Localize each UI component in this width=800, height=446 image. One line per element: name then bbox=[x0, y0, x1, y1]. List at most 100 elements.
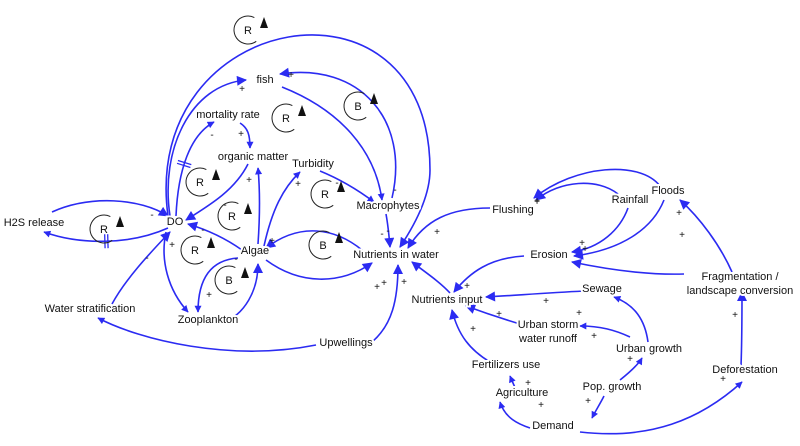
edge-algae-to-nutrients_water bbox=[265, 259, 373, 280]
loop-ring bbox=[180, 235, 204, 265]
edge-do-to-fish bbox=[167, 75, 247, 217]
node-label: Fragmentation / bbox=[701, 271, 779, 283]
node-label-halo: Turbidity bbox=[292, 158, 334, 170]
edge-erosion-to-nutrients_input bbox=[453, 255, 525, 293]
node-label-halo: DO bbox=[167, 216, 184, 228]
edges-layer bbox=[43, 34, 747, 435]
loop-type-label: R bbox=[196, 177, 204, 189]
node-label-halo: H2S release bbox=[4, 217, 65, 229]
loop-ring bbox=[214, 265, 238, 295]
node-label: Water stratification bbox=[45, 303, 136, 315]
edge-h2s-to-do bbox=[51, 200, 169, 217]
node-label: Zooplankton bbox=[178, 314, 239, 326]
loop-marker-reinforcing: R bbox=[180, 235, 215, 265]
polarity-sign: + bbox=[579, 238, 585, 249]
loop-type-label: R bbox=[282, 113, 290, 125]
edge-agriculture-to-fertilizers bbox=[509, 375, 517, 391]
polarity-sign: - bbox=[150, 210, 153, 221]
polarity-sign: + bbox=[434, 227, 440, 238]
signs-layer: --+-+-+-+-++--+--+++--++++++++++++++++++… bbox=[60, 70, 738, 411]
polarity-sign: - bbox=[201, 225, 204, 236]
node-fragmentation[interactable]: Fragmentation /Fragmentation /landscape … bbox=[685, 269, 795, 299]
loop-ring bbox=[343, 91, 367, 121]
polarity-sign: - bbox=[386, 226, 389, 237]
polarity-sign: + bbox=[591, 331, 597, 342]
node-label: Floods bbox=[651, 185, 685, 197]
loop-type-label: R bbox=[244, 25, 252, 37]
delay-stroke bbox=[177, 159, 192, 166]
node-label-halo: Urban storm bbox=[518, 319, 579, 331]
loop-arrow-icon bbox=[337, 181, 345, 192]
edge-fish-to-macrophytes bbox=[281, 86, 385, 201]
edge-macrophytes-to-nutrients_water bbox=[384, 213, 395, 248]
loop-type-label: R bbox=[228, 211, 236, 223]
loop-ring bbox=[89, 214, 113, 244]
node-label-halo: Agriculture bbox=[496, 387, 549, 399]
loop-ring bbox=[217, 201, 241, 231]
polarity-sign: - bbox=[60, 222, 63, 233]
node-label-halo: Zooplankton bbox=[178, 314, 239, 326]
polarity-sign: + bbox=[246, 175, 252, 186]
node-label-halo: Urban growth bbox=[616, 343, 682, 355]
node-label: DO bbox=[167, 216, 184, 228]
polarity-sign: + bbox=[269, 236, 275, 247]
node-label: fish bbox=[256, 74, 273, 86]
node-label-halo: Pop. growth bbox=[583, 381, 642, 393]
polarity-sign: + bbox=[732, 310, 738, 321]
node-label: Flushing bbox=[492, 204, 534, 216]
polarity-sign: - bbox=[223, 200, 226, 211]
delay-stroke bbox=[176, 162, 191, 169]
edge-pop_growth-to-urban_growth bbox=[619, 357, 643, 381]
node-label: Demand bbox=[532, 420, 574, 432]
loop-ring bbox=[308, 230, 332, 260]
loop-type-label: B bbox=[225, 275, 232, 287]
node-label: Upwellings bbox=[319, 337, 373, 349]
node-label-halo: fish bbox=[256, 74, 273, 86]
loop-arrow-icon bbox=[244, 203, 252, 214]
polarity-sign: - bbox=[210, 130, 213, 141]
edge-floods-to-erosion bbox=[573, 199, 665, 260]
polarity-sign: + bbox=[464, 281, 470, 292]
node-label-halo: landscape conversion bbox=[687, 285, 793, 297]
edge-deforestation-to-fragmentation bbox=[736, 291, 747, 367]
loop-arrow-icon bbox=[335, 232, 343, 243]
polarity-sign: + bbox=[401, 277, 407, 288]
node-label-halo: mortality rate bbox=[196, 109, 260, 121]
node-label-halo: Demand bbox=[532, 420, 574, 432]
loop-marker-balancing: B bbox=[308, 230, 343, 260]
edge-floods-to-flushing bbox=[533, 168, 661, 199]
node-label: H2S release bbox=[4, 217, 65, 229]
polarity-sign: - bbox=[234, 254, 237, 265]
node-label-halo: organic matter bbox=[218, 151, 289, 163]
node-label-halo: Algae bbox=[241, 245, 269, 257]
edge-nutrients_input-to-nutrients_water bbox=[411, 261, 451, 294]
